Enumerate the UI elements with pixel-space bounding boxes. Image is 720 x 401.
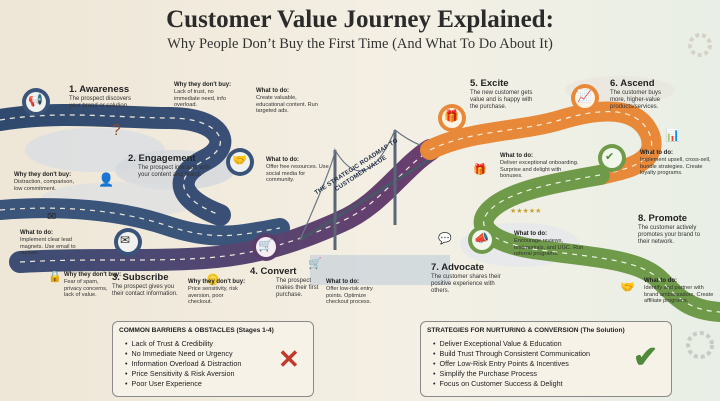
stage-7-title: 7. Advocate	[431, 262, 484, 273]
stage-6-title: 6. Ascend	[610, 78, 655, 89]
stage-3-title: 3. Subscribe	[112, 272, 169, 283]
stage-2-todo-label: What to do:	[266, 157, 299, 163]
stage-3-todo-text: Implement clear lead magnets. Use email …	[20, 237, 76, 257]
stage-4-description: The prospect makes their first purchase.	[276, 278, 319, 298]
stage-6-description: The customer buys more, higher-value pro…	[610, 90, 662, 110]
question-mark-icon: ?	[112, 122, 121, 139]
growth-chart-icon: 📊	[665, 128, 680, 142]
map-pin-marker	[571, 84, 599, 112]
strategy-item: Deliver Exceptional Value & Education	[433, 339, 590, 349]
map-pin-marker	[252, 233, 280, 261]
page-title: Customer Value Journey Explained:	[166, 6, 554, 33]
stage-4-why-label: Why they don't buy:	[188, 279, 246, 285]
barrier-item: Information Overload & Distraction	[125, 359, 242, 369]
map-pin-marker	[468, 226, 496, 254]
stage-7-description: The customer shares their positive exper…	[431, 274, 501, 294]
stage-1-why-label: Why they don't buy:	[174, 82, 232, 88]
checkmark-icon: ✔	[633, 341, 659, 374]
stage-5-todo-text: Deliver exceptional onboarding. Surprise…	[500, 160, 579, 180]
barriers-title: COMMON BARRIERS & OBSTACLES (Stages 1-4)	[119, 327, 274, 334]
coin-icon: 🪙	[206, 274, 220, 286]
stage-5-description: The new customer gets value and is happy…	[470, 90, 533, 110]
barrier-item: Poor User Experience	[125, 379, 241, 389]
stage-1-todo-label: What to do:	[256, 88, 289, 94]
stage-8-todo-text: Identify and partner with brand ambassad…	[644, 285, 714, 305]
map-pin-marker	[22, 88, 50, 116]
stage-4-todo-label: What to do:	[326, 279, 359, 285]
stage-7-todo-label: What to do:	[514, 231, 547, 237]
gift-icon: 🎁	[444, 109, 459, 123]
stage-7-todo-text: Encourage reviews, testimonials, and UGC…	[514, 238, 584, 258]
lock-icon: 🔒	[48, 271, 62, 283]
barrier-item: Lack of Trust & Credibility	[125, 339, 241, 349]
bridge-illustration	[299, 129, 450, 285]
strategy-item: Build Trust Through Consistent Communica…	[433, 349, 590, 359]
stage-1-description: The prospect discovers your brand or sol…	[69, 96, 132, 109]
page-subtitle: Why People Don’t Buy the First Time (And…	[167, 36, 553, 52]
person-icon: 👤	[98, 172, 115, 187]
partnership-icon: 🤝	[620, 280, 635, 294]
stage-4-todo-text: Offer low-risk entry points. Optimize ch…	[326, 286, 373, 306]
stage-2-title: 2. Engagement	[128, 153, 196, 164]
megaphone-icon: 📢	[28, 93, 43, 107]
stage-1-title: 1. Awareness	[69, 84, 130, 95]
chat-bubble-icon: 💬	[438, 233, 452, 245]
stage-2-why-label: Why they don't buy:	[14, 172, 72, 178]
x-mark-icon: ✕	[278, 344, 300, 374]
road-centerline	[0, 207, 281, 237]
stage-2-why-text: Distraction, comparison, low commitment.	[14, 179, 74, 192]
stage-3-description: The prospect gives you their contact inf…	[112, 284, 178, 297]
stage-1-todo-text: Create valuable, educational content. Ru…	[256, 95, 318, 115]
map-pin-marker	[114, 228, 142, 256]
stage-1-why-text: Lack of trust, no immediate need, info o…	[174, 89, 226, 109]
stage-2-description: The prospect interacts with your content…	[138, 165, 210, 178]
gift-icon: 🎁	[473, 164, 487, 176]
checkmark-icon: ✔	[605, 151, 615, 163]
stage-2-todo-text: Offer free resources. Use social media f…	[266, 164, 329, 184]
stage-4-why-text: Price sensitivity, risk aversion, poor c…	[188, 286, 238, 306]
map-pin-marker	[226, 148, 254, 176]
cart-icon: 🛒	[258, 238, 273, 252]
strategy-item: Focus on Customer Success & Delight	[433, 379, 590, 389]
road-centerline	[429, 110, 653, 176]
stage-3-todo-label: What to do:	[20, 230, 53, 236]
barrier-item: Price Sensitivity & Risk Aversion	[125, 369, 241, 379]
road-centerline	[0, 114, 222, 216]
barrier-item: No Immediate Need or Urgency	[125, 349, 241, 359]
handshake-icon: 🤝	[232, 153, 247, 167]
strategies-list: Deliver Exceptional Value & Education Bu…	[433, 339, 590, 389]
gear-icon	[686, 331, 714, 359]
growth-chart-icon: 📈	[577, 89, 592, 103]
stage-6-todo-label: What to do:	[640, 150, 673, 156]
envelope-icon: ✉	[120, 233, 131, 247]
review-stars-icon: ★★★★★	[510, 208, 542, 215]
strategy-item: Simplify the Purchase Process	[433, 369, 590, 379]
stage-6-todo-text: Implement upsell, cross-sell, bundle str…	[640, 157, 711, 177]
stage-8-description: The customer actively promotes your bran…	[638, 225, 701, 245]
stage-3-why-label: Why they don't buy:	[64, 272, 122, 278]
gear-icon	[688, 33, 712, 57]
strategies-box: STRATEGIES FOR NURTURING & CONVERSION (T…	[420, 321, 672, 397]
megaphone-icon: 📣	[474, 231, 489, 245]
email-icon: ✉	[47, 211, 57, 223]
stage-4-title: 4. Convert	[250, 266, 297, 277]
stage-8-todo-label: What to do:	[644, 278, 677, 284]
cart-icon: 🛒	[308, 258, 322, 270]
stage-3-why-text: Fear of spam, privacy concerns, lack of …	[64, 279, 108, 299]
map-pin-marker	[438, 104, 466, 132]
stage-8-title: 8. Promote	[638, 213, 688, 224]
barriers-list: Lack of Trust & Credibility No Immediate…	[125, 339, 242, 389]
map-pin-marker	[598, 144, 626, 172]
barriers-box: COMMON BARRIERS & OBSTACLES (Stages 1-4)…	[112, 321, 314, 397]
stage-5-todo-label: What to do:	[500, 153, 533, 159]
road-segment-advocate-promote	[473, 165, 720, 322]
strategies-title: STRATEGIES FOR NURTURING & CONVERSION (T…	[427, 327, 625, 334]
strategy-item: Offer Low-Risk Entry Points & Incentives	[433, 359, 590, 369]
stage-5-title: 5. Excite	[470, 78, 509, 89]
